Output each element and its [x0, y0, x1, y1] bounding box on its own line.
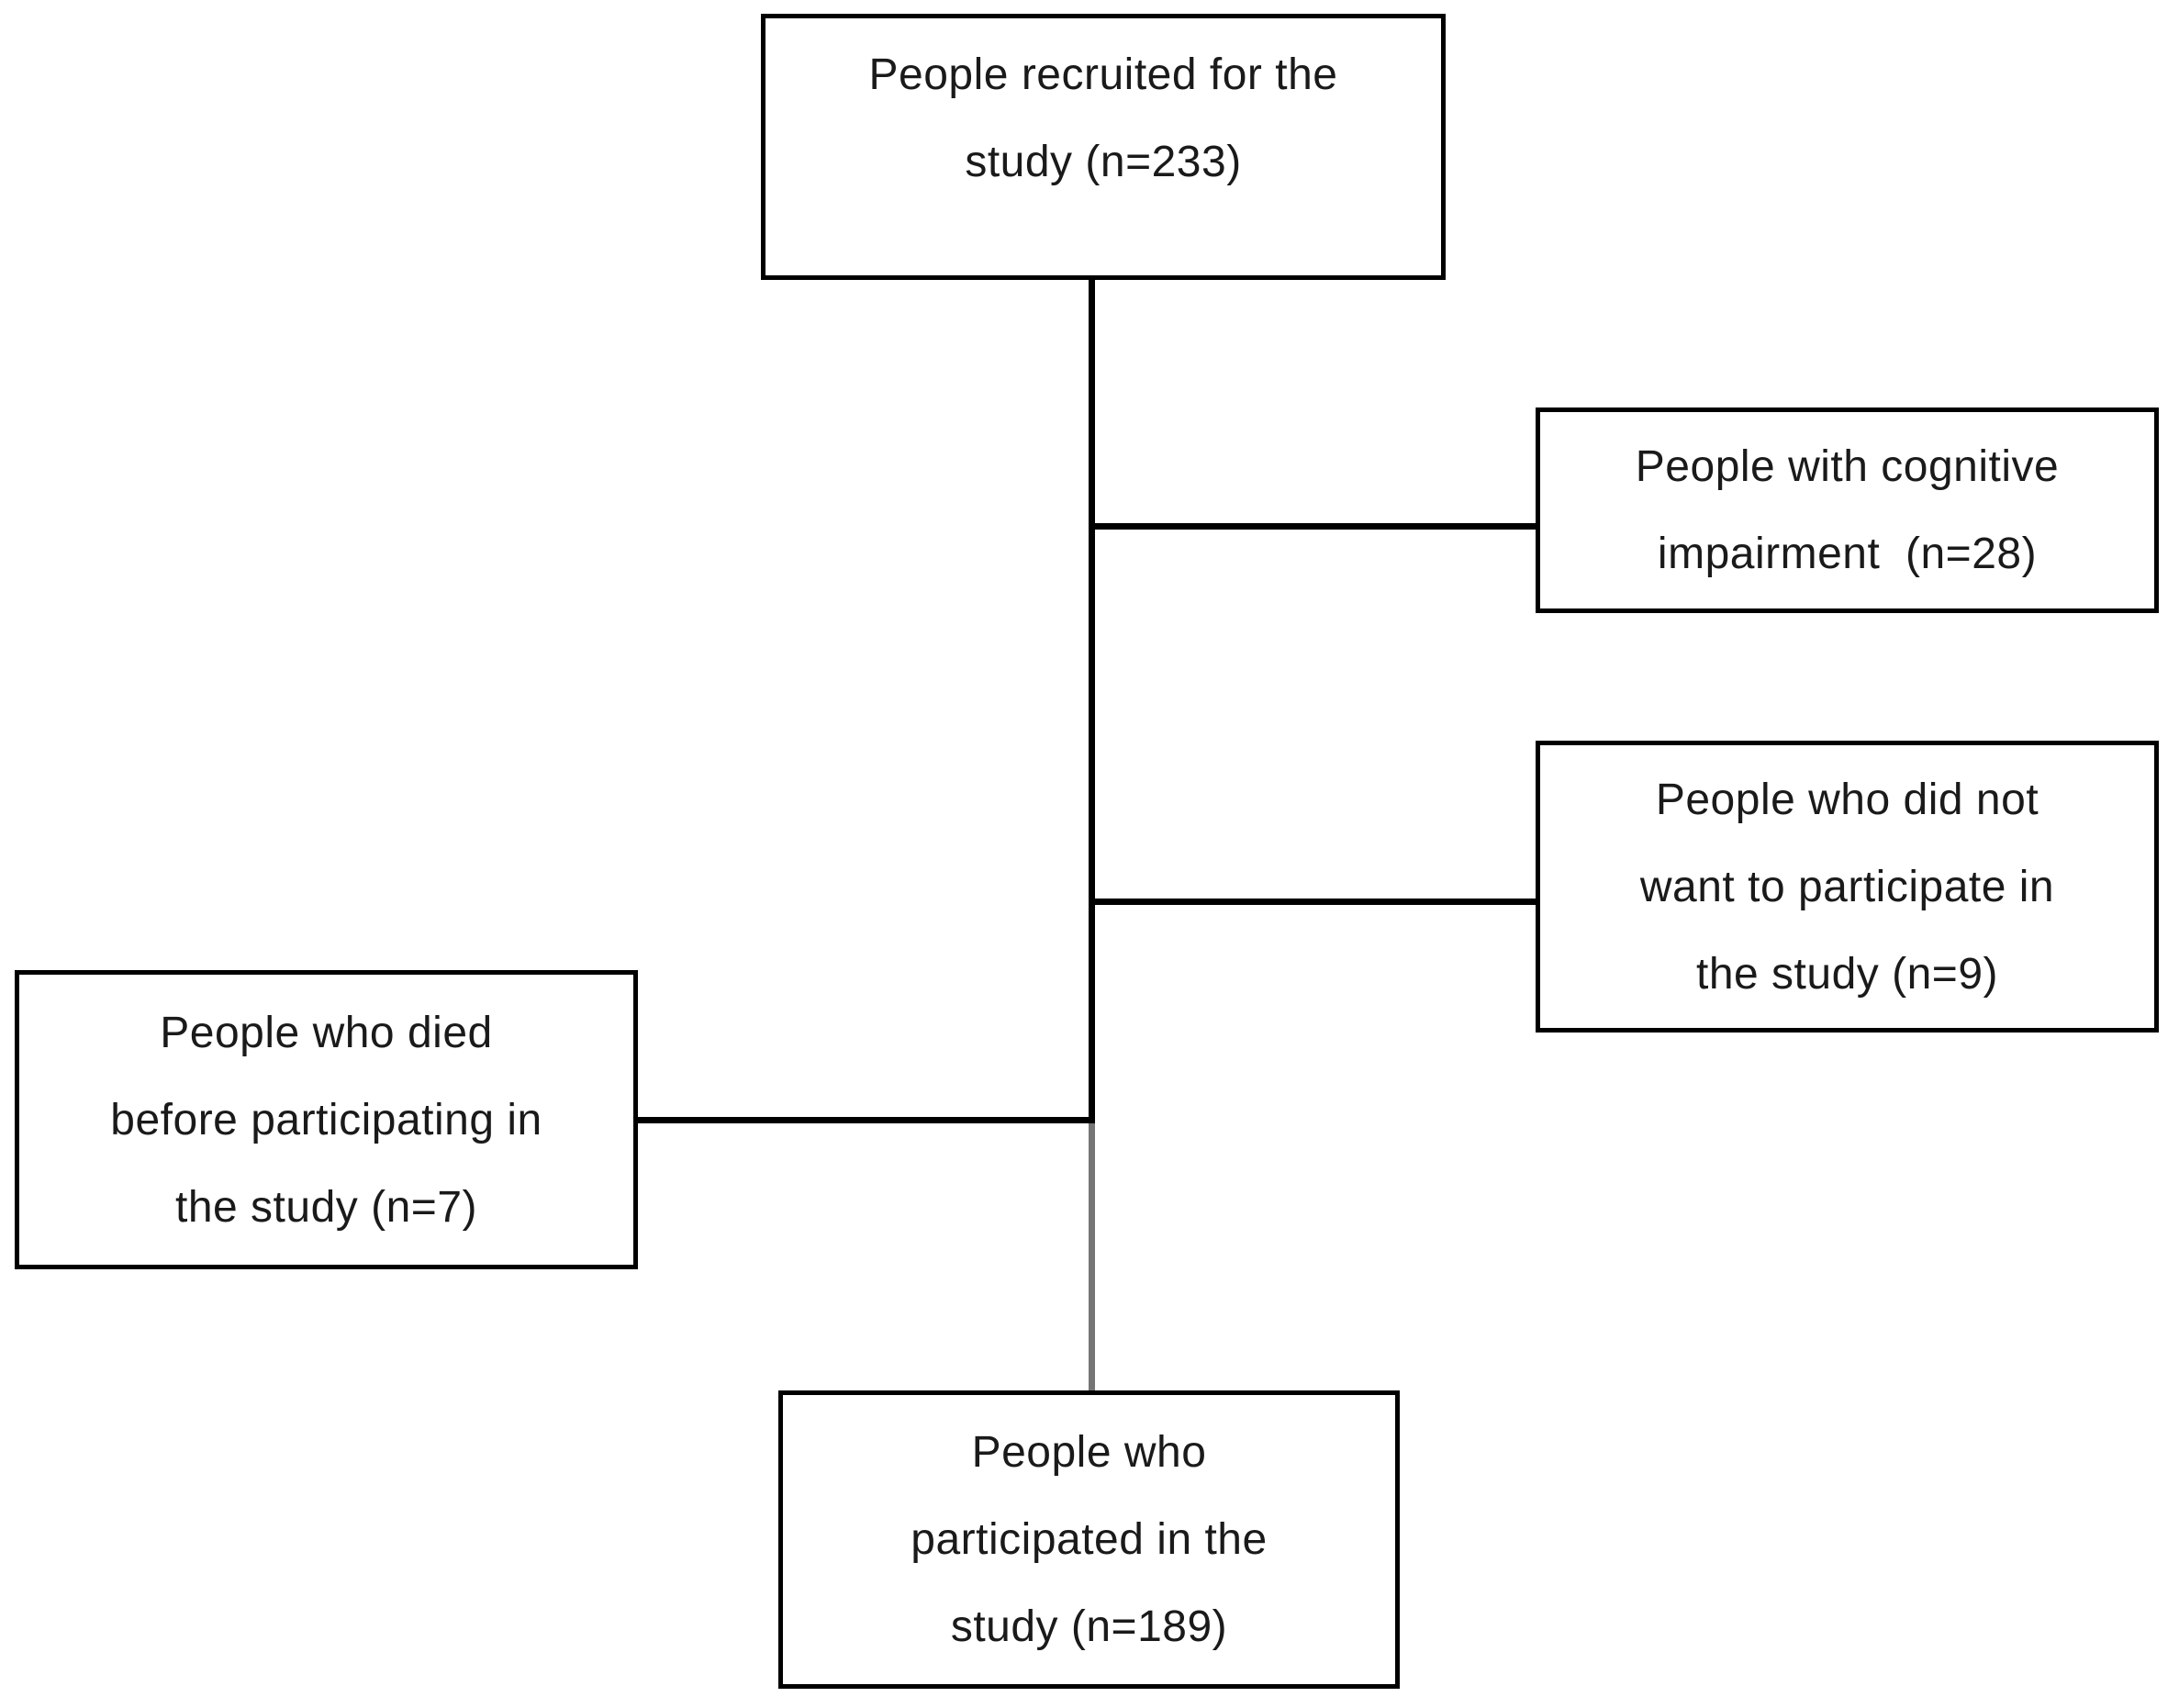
node-died-before-participating: People who died before participating in …	[15, 970, 638, 1269]
node-cognitive-impairment-label: People with cognitive impairment (n=28)	[1635, 442, 2060, 578]
node-died-before-participating-label: People who died before participating in …	[110, 1008, 542, 1232]
connector-bottom-vertical-line	[1089, 1118, 1095, 1390]
connector-branch-died	[638, 1117, 1095, 1123]
node-declined-participation: People who did not want to participate i…	[1536, 741, 2159, 1033]
node-declined-participation-label: People who did not want to participate i…	[1639, 775, 2055, 999]
connector-main-vertical-line	[1089, 280, 1095, 1120]
node-people-recruited-label: People recruited for the study (n=233)	[868, 50, 1338, 186]
connector-branch-cognitive-impairment	[1089, 523, 1536, 530]
node-people-recruited: People recruited for the study (n=233)	[761, 14, 1446, 280]
node-cognitive-impairment: People with cognitive impairment (n=28)	[1536, 407, 2159, 613]
node-people-participated-label: People who participated in the study (n=…	[911, 1428, 1268, 1651]
node-people-participated: People who participated in the study (n=…	[778, 1390, 1400, 1689]
connector-branch-declined	[1089, 899, 1536, 905]
